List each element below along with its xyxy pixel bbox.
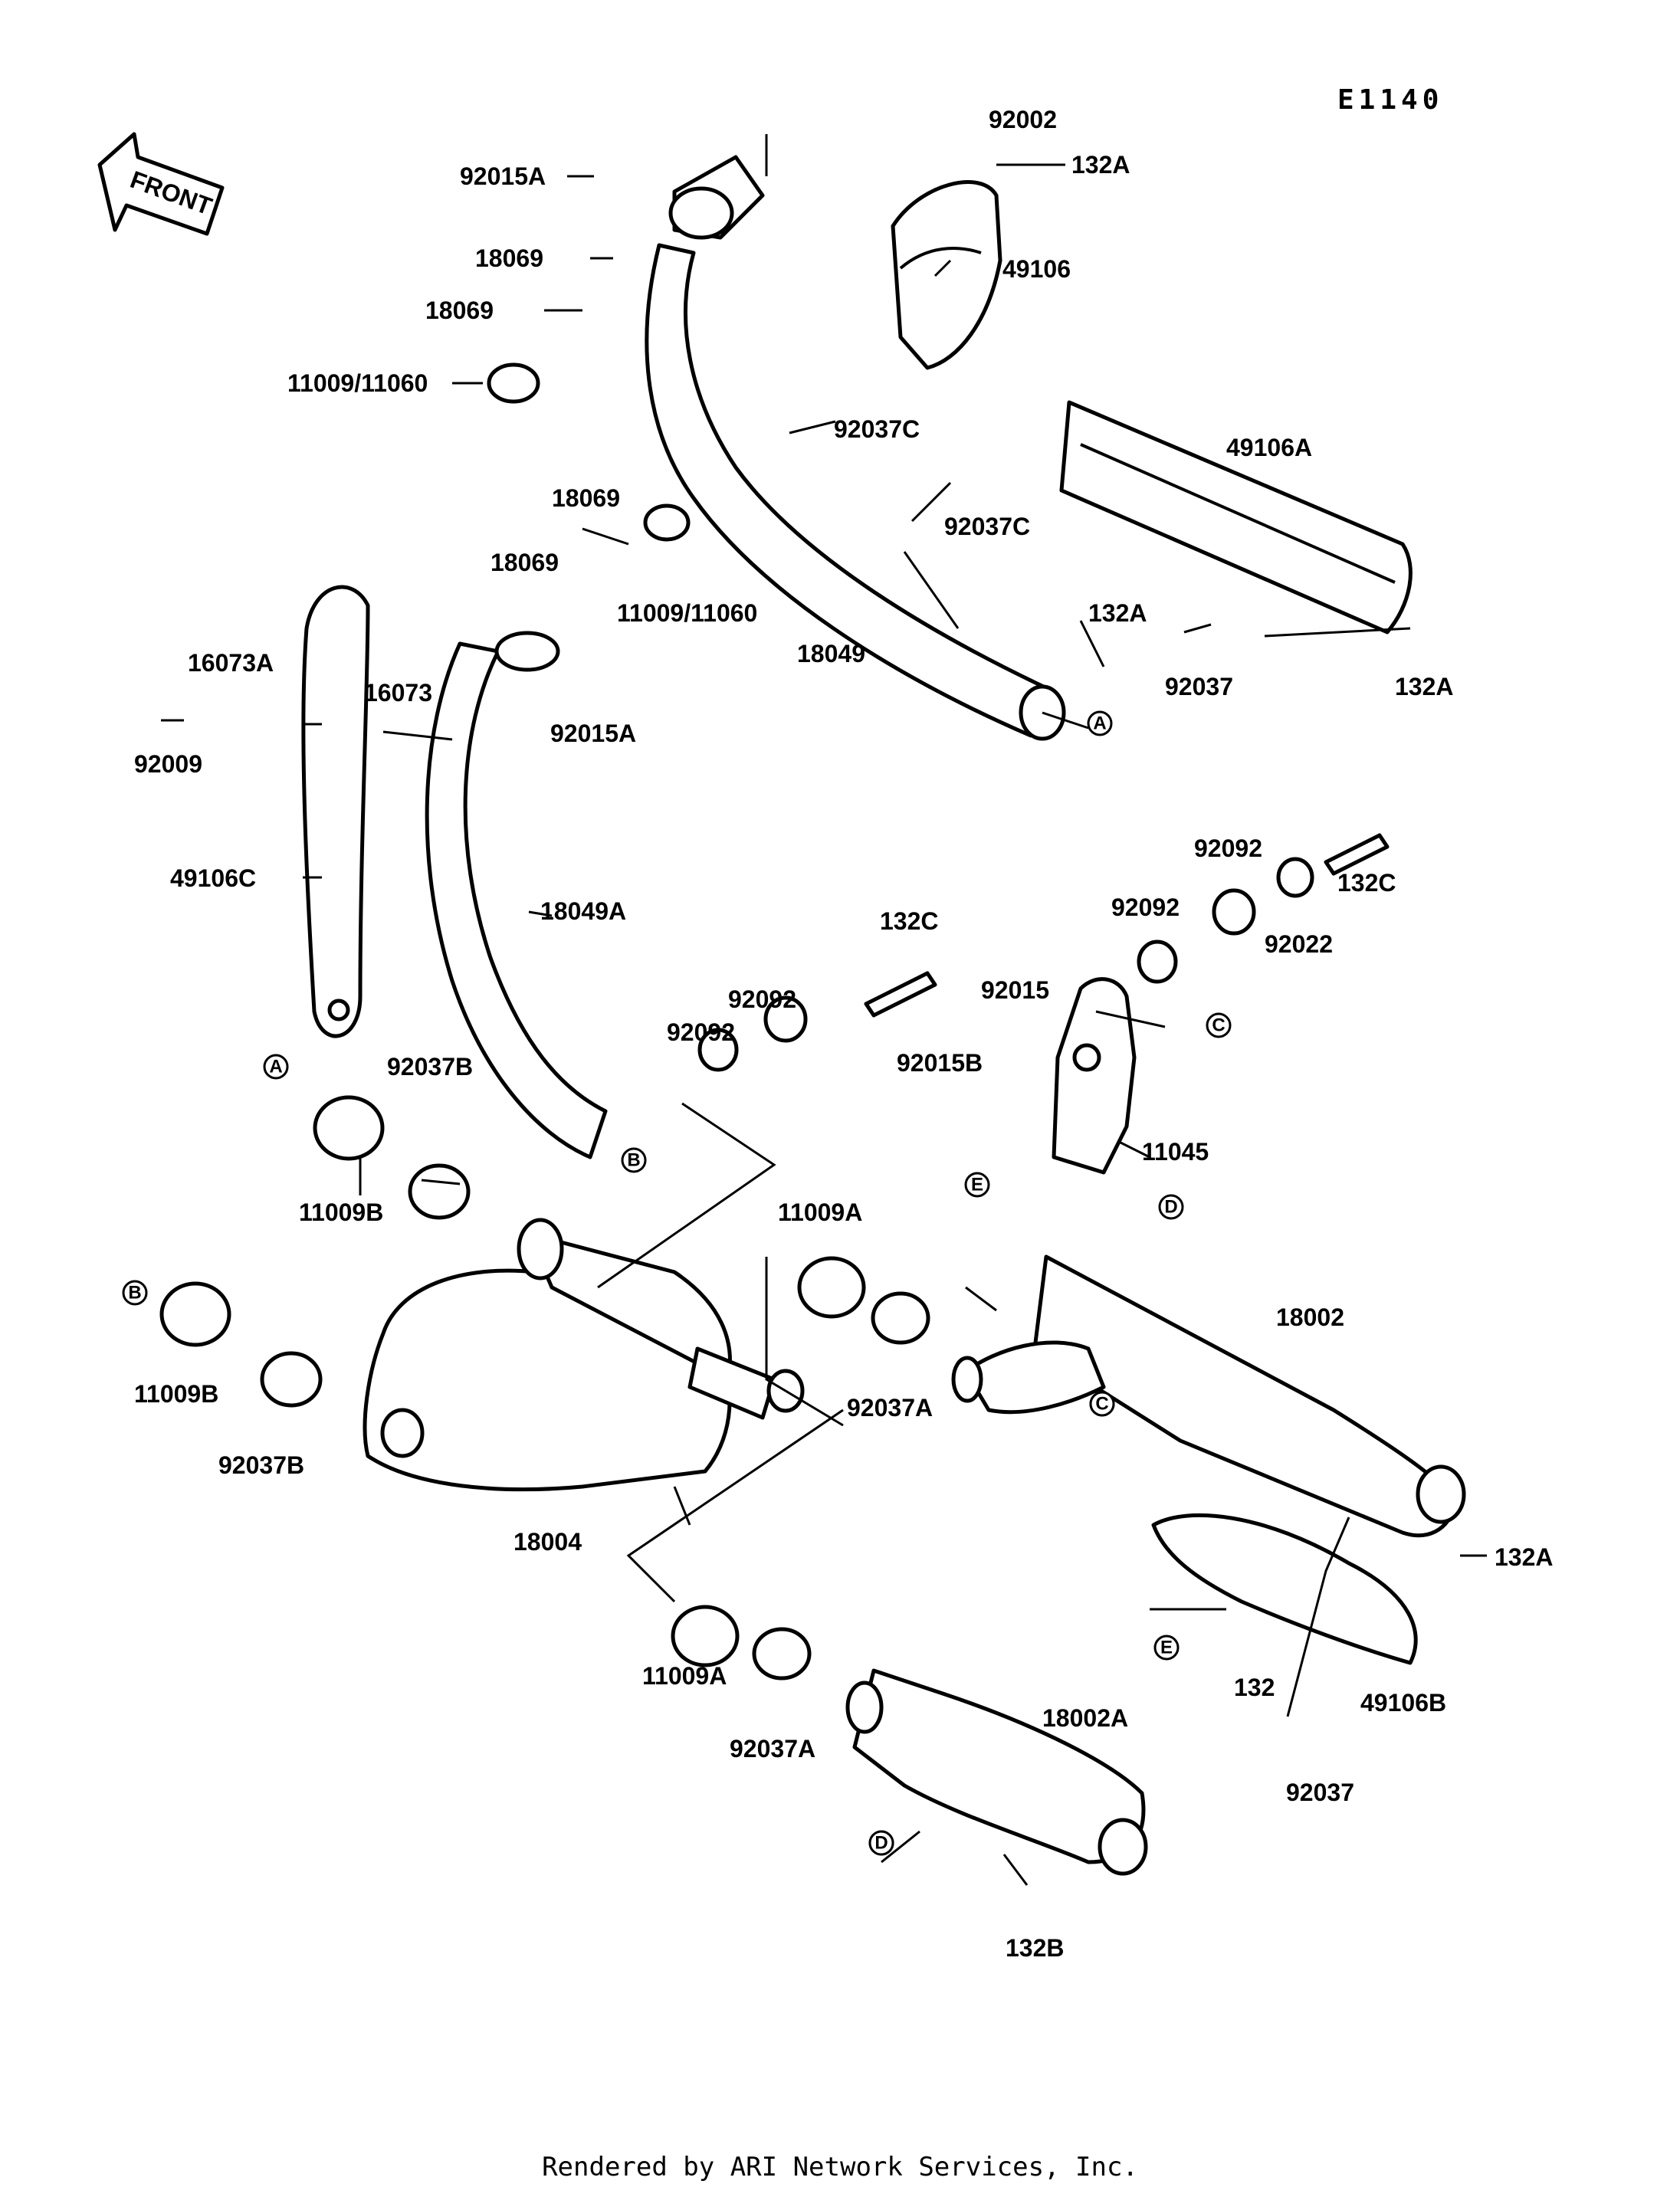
part-label: 92092 bbox=[1111, 894, 1180, 921]
joint-sleeve-11009-11060-upper bbox=[487, 362, 540, 404]
part-label: 132A bbox=[1395, 673, 1454, 700]
part-label: 92015A bbox=[460, 162, 546, 190]
part-label: 92037 bbox=[1286, 1779, 1354, 1806]
front-arrow-icon: FRONT bbox=[97, 132, 225, 236]
part-label: 132C bbox=[880, 907, 939, 935]
ref-marker: E bbox=[964, 1172, 990, 1198]
ref-marker: D bbox=[868, 1830, 894, 1856]
bracket-11045 bbox=[1052, 977, 1137, 1175]
part-label: 11009B bbox=[299, 1199, 383, 1226]
part-label: 49106B bbox=[1360, 1689, 1446, 1717]
rubber-grommets-92092 bbox=[697, 888, 1256, 1072]
ref-marker: D bbox=[1158, 1194, 1184, 1220]
joint-sleeve-11009B bbox=[313, 1095, 385, 1161]
part-label: 92037B bbox=[218, 1451, 304, 1479]
part-label: 132C bbox=[1337, 869, 1396, 897]
part-label: 18049 bbox=[797, 640, 865, 667]
clamp-92037A-lower bbox=[752, 1627, 812, 1681]
svg-text:D: D bbox=[874, 1833, 888, 1854]
ref-marker: E bbox=[1153, 1635, 1180, 1661]
part-label: 11009/11060 bbox=[617, 599, 757, 627]
part-label: 92037C bbox=[834, 415, 920, 443]
part-label: 92037B bbox=[387, 1053, 473, 1080]
diagram-id: E1140 bbox=[1337, 84, 1444, 116]
part-label: 132A bbox=[1071, 151, 1130, 179]
svg-text:A: A bbox=[269, 1057, 282, 1077]
silencer-18002 bbox=[951, 1254, 1466, 1538]
joint-sleeve-11009A bbox=[797, 1256, 866, 1319]
part-label: 92037C bbox=[944, 513, 1030, 540]
part-label: 18049A bbox=[540, 897, 626, 925]
washer-92022 bbox=[1276, 857, 1314, 898]
part-label: 92092 bbox=[728, 985, 796, 1013]
part-label: 49106C bbox=[170, 864, 256, 892]
part-label: 11045 bbox=[1142, 1138, 1209, 1166]
ref-marker: B bbox=[621, 1147, 647, 1173]
part-label: 11009/11060 bbox=[287, 369, 428, 397]
part-label: 11009B bbox=[134, 1380, 218, 1408]
part-label: 16073 bbox=[364, 679, 432, 707]
svg-text:B: B bbox=[128, 1283, 141, 1303]
exhaust-pipe-18049A bbox=[425, 631, 608, 1159]
svg-text:A: A bbox=[1093, 713, 1106, 734]
part-label: 18004 bbox=[514, 1528, 582, 1556]
part-label: 132A bbox=[1088, 599, 1147, 627]
part-label: 18069 bbox=[475, 244, 543, 272]
ref-marker: A bbox=[1087, 710, 1113, 736]
part-label: 18002A bbox=[1042, 1704, 1128, 1732]
part-label: 18069 bbox=[491, 549, 559, 576]
part-label: 92002 bbox=[989, 106, 1057, 133]
silencer-18002A bbox=[845, 1668, 1148, 1876]
joint-sleeve-11009B-left bbox=[159, 1281, 231, 1347]
ref-marker: B bbox=[122, 1280, 148, 1306]
part-label: 92022 bbox=[1265, 930, 1333, 958]
clamp-92037A bbox=[871, 1291, 930, 1345]
part-label: 132 bbox=[1234, 1674, 1275, 1701]
part-label: 18002 bbox=[1276, 1303, 1344, 1331]
part-label: 92009 bbox=[134, 750, 202, 778]
part-label: 92092 bbox=[667, 1018, 735, 1046]
bolts-132C bbox=[864, 833, 1390, 1018]
svg-text:B: B bbox=[627, 1150, 640, 1171]
part-label: 132A bbox=[1495, 1543, 1554, 1571]
heat-guard-49106 bbox=[891, 180, 1002, 370]
part-label: 18069 bbox=[425, 297, 494, 324]
part-label: 92015B bbox=[897, 1049, 983, 1077]
svg-text:E: E bbox=[971, 1175, 983, 1195]
footer-credit: Rendered by ARI Network Services, Inc. bbox=[542, 2152, 1138, 2182]
part-label: 132B bbox=[1006, 1934, 1065, 1962]
part-label: 92037 bbox=[1165, 673, 1233, 700]
part-label: 92092 bbox=[1194, 835, 1262, 862]
part-label: 16073A bbox=[188, 649, 274, 677]
part-label: 92015A bbox=[550, 720, 636, 747]
ref-marker: C bbox=[1206, 1012, 1232, 1038]
svg-text:D: D bbox=[1164, 1197, 1177, 1218]
leader-lines bbox=[161, 134, 1487, 1886]
svg-text:E: E bbox=[1160, 1638, 1173, 1658]
heat-guard-49106C bbox=[301, 585, 370, 1038]
ref-marker: A bbox=[263, 1054, 289, 1080]
clamp-92037B bbox=[408, 1163, 471, 1220]
part-label: 49106 bbox=[1002, 255, 1071, 283]
svg-text:C: C bbox=[1212, 1015, 1225, 1036]
part-label: 11009A bbox=[778, 1199, 862, 1226]
joint-sleeve-11009-11060-lower bbox=[643, 503, 691, 542]
heat-guard-49106B bbox=[1151, 1513, 1418, 1665]
ref-marker: C bbox=[1089, 1391, 1115, 1417]
part-label: 92037A bbox=[730, 1735, 815, 1763]
heat-guard-49106A bbox=[1059, 400, 1413, 635]
clamp-92037B-left bbox=[260, 1351, 323, 1408]
part-label: 18069 bbox=[552, 484, 620, 512]
part-label: 11009A bbox=[642, 1662, 727, 1690]
muffler-18004 bbox=[363, 1218, 805, 1492]
part-label: 92015 bbox=[981, 976, 1049, 1004]
part-label: 49106A bbox=[1226, 434, 1312, 461]
svg-text:C: C bbox=[1095, 1394, 1108, 1415]
joint-sleeve-11009A-lower bbox=[671, 1605, 740, 1667]
part-label: 92037A bbox=[847, 1394, 933, 1421]
